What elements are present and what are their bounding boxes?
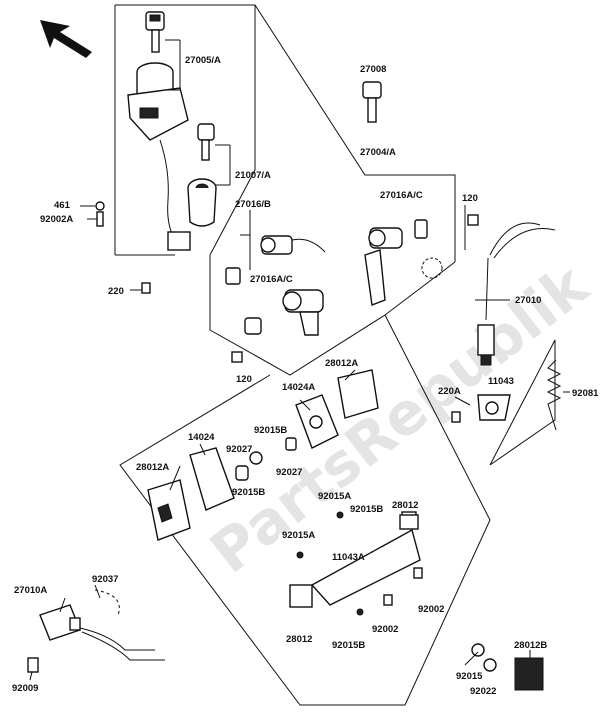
label-220: 220 [108,286,124,297]
label-92015b-b: 92015B [232,487,265,498]
spring-92081 [546,359,562,431]
label-220a: 220A [438,386,461,397]
lock-set-outline [209,255,456,376]
label-14024: 14024 [188,432,215,443]
brake-switch-outline [489,339,556,466]
lock-27016b [225,235,326,285]
label-120-top: 120 [462,193,478,204]
lamp-housing-14024a [295,394,339,449]
nut-92015 [471,643,485,657]
screw-220a [451,411,461,423]
bracket-11043 [477,394,511,421]
label-21007a: 21007/A [235,170,271,181]
pad-28012b [514,657,544,691]
key-27008 [362,81,382,123]
label-27010a: 27010A [14,585,47,596]
label-92002-b: 92002 [372,624,398,635]
label-92002a: 92002A [40,214,73,225]
socket-92027-b [235,465,249,481]
pad-28012-b [289,584,313,608]
label-27004a: 27004/A [360,147,396,158]
pad-28012-a [399,514,419,530]
front-direction-arrow-icon [40,20,92,58]
label-92015b-c: 92015B [350,504,383,515]
screw-120-top [467,214,479,226]
screw-120-mid [231,351,243,363]
label-92022: 92022 [470,686,496,697]
label-92015a-b: 92015A [282,530,315,541]
label-14024a: 14024A [282,382,315,393]
label-27016ac-mid: 27016A/C [250,274,293,285]
label-92027-b: 92027 [276,467,302,478]
label-27016ac-right: 27016A/C [380,190,423,201]
lamp-housing-14024 [189,447,235,511]
helmet-key [197,123,215,161]
label-28012a-left: 28012A [136,462,169,473]
socket-92027-a [249,451,263,465]
ignition-group-outline [114,4,456,262]
label-11043: 11043 [488,376,514,387]
label-28012b: 28012B [514,640,547,651]
nut-92002-b [383,594,393,606]
lock-27016ac-right [364,219,443,306]
label-28012a-top: 28012A [325,358,358,369]
label-27008: 27008 [360,64,386,75]
screw-92009 [27,657,39,673]
nut-92002-a [413,567,423,579]
lock-27016ac-mid [244,289,324,336]
label-11043a: 11043A [332,552,365,563]
license-lamp-outline [119,314,491,706]
washer-92022 [483,658,497,672]
label-27016b: 27016/B [235,199,271,210]
lamp-lens-28012a-left [147,479,191,541]
label-461: 461 [54,200,71,211]
brake-switch-27010 [477,222,556,366]
label-27010: 27010 [515,295,541,306]
label-92002-a: 92002 [418,604,444,615]
ignition-switch-body [127,62,191,251]
bolt-461 [95,201,105,227]
helmet-lock-cylinder [187,178,217,227]
label-92015a-a: 92015A [318,491,351,502]
label-92081: 92081 [572,388,599,399]
label-92015b-a: 92015B [254,425,287,436]
label-92009: 92009 [12,683,38,694]
washers-92015 [296,511,364,616]
grommet-92015b-a [285,437,297,451]
label-92015: 92015 [456,671,483,682]
label-27005a: 27005/A [185,55,221,66]
label-120-mid: 120 [236,374,252,385]
label-92027-a: 92027 [226,444,252,455]
switch-27010a [39,589,165,661]
label-92037: 92037 [92,574,118,585]
screw-220 [141,282,151,294]
label-28012-a: 28012 [392,500,418,511]
lamp-lens-28012a-top [337,369,379,419]
label-28012-b: 28012 [286,634,312,645]
label-92015b-d: 92015B [332,640,365,651]
leader-lines [29,39,570,681]
ignition-key [145,11,165,53]
